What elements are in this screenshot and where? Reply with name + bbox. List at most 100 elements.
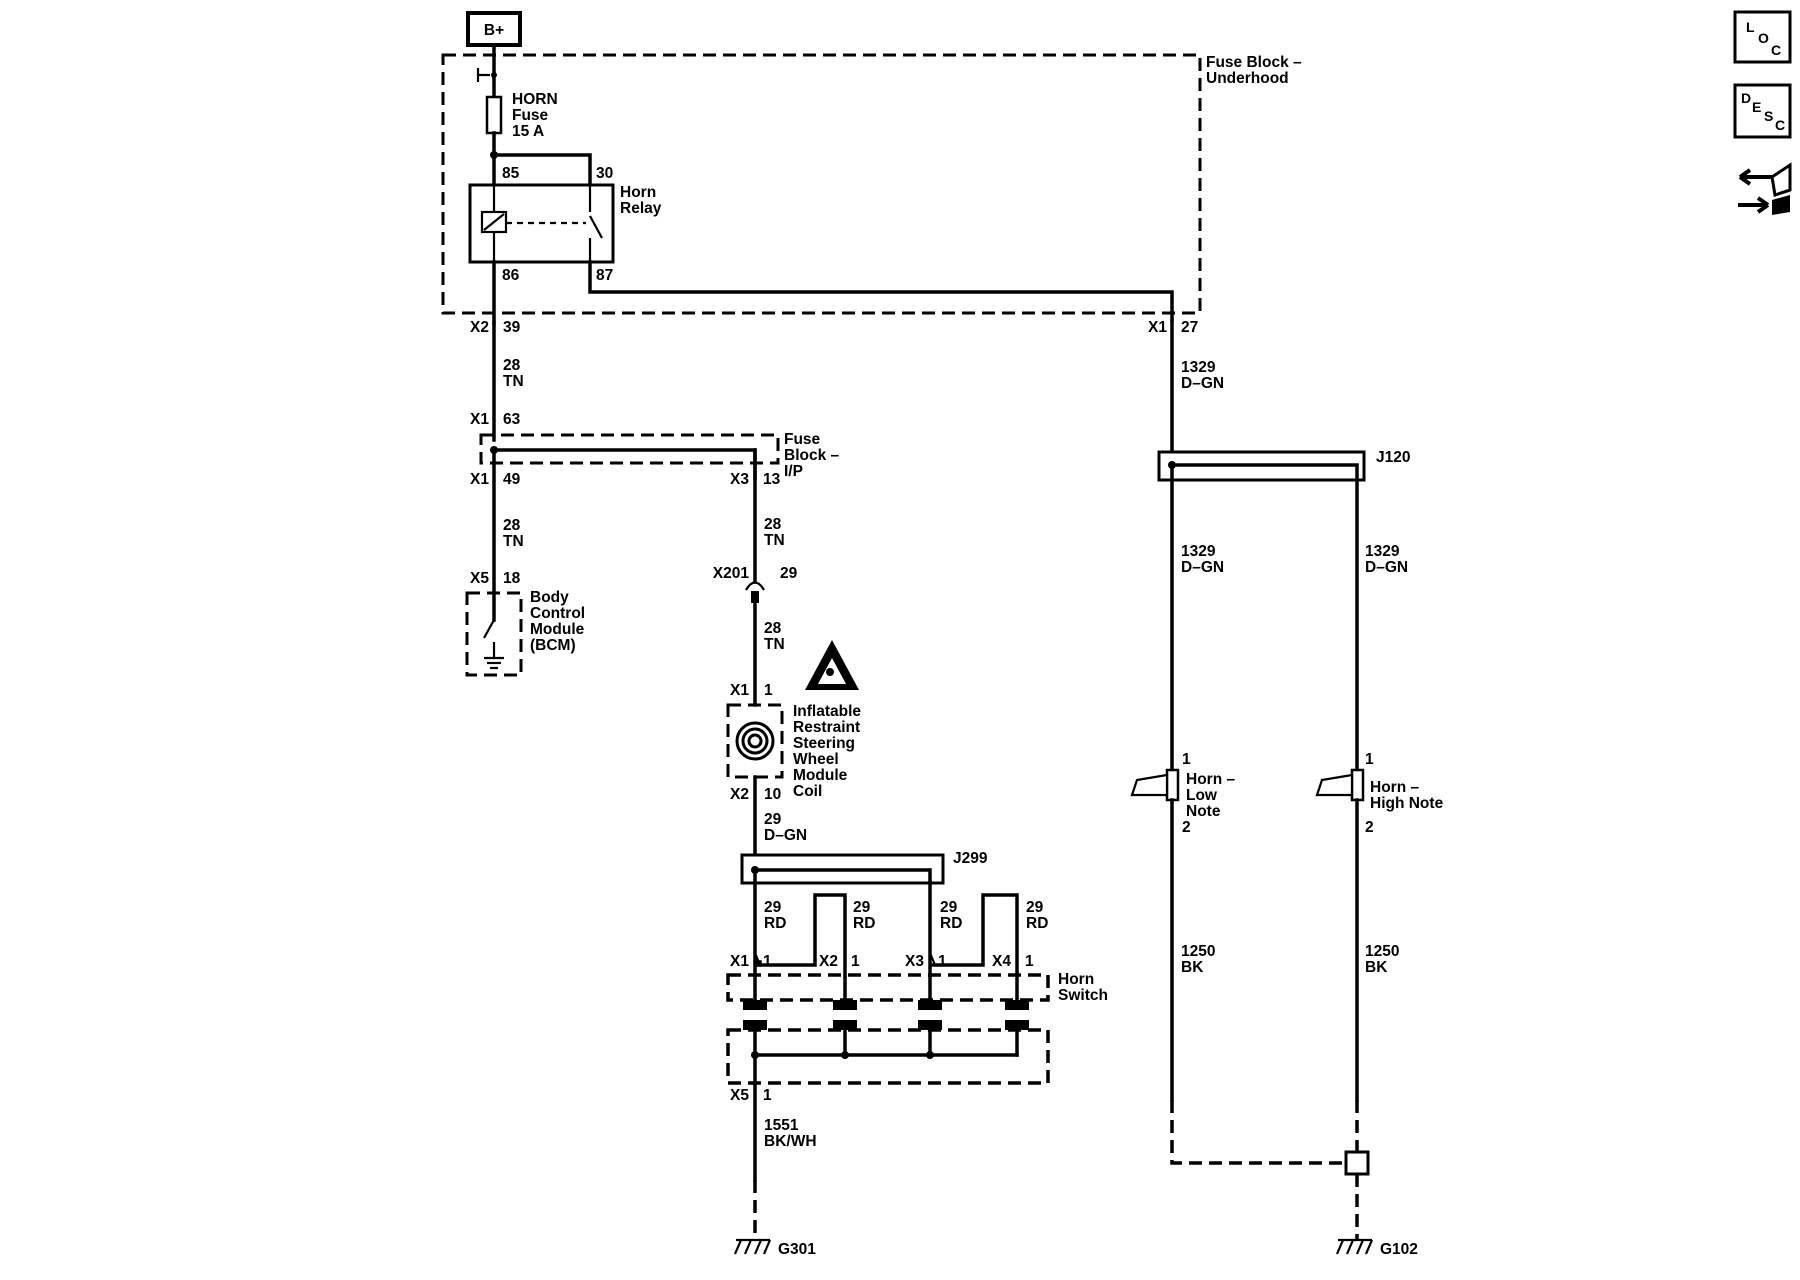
svg-text:1: 1 [851, 953, 860, 970]
x201-connector-symbol [745, 581, 765, 591]
battery-supply-label: B+ [466, 11, 522, 47]
svg-text:X1: X1 [730, 682, 749, 699]
svg-text:Low: Low [1186, 787, 1218, 804]
fuse-block-underhood-outline [441, 53, 1202, 315]
svg-text:29: 29 [940, 899, 958, 916]
svg-text:Coil: Coil [793, 783, 822, 800]
svg-text:TN: TN [503, 533, 524, 550]
svg-text:18: 18 [503, 570, 521, 587]
svg-text:D: D [1741, 90, 1751, 106]
svg-text:28: 28 [503, 357, 521, 374]
clockspring-coil-symbol [735, 721, 775, 761]
svg-text:13: 13 [763, 471, 781, 488]
svg-text:L: L [1746, 19, 1755, 35]
svg-text:87: 87 [596, 267, 613, 284]
svg-text:Fuse: Fuse [512, 107, 549, 124]
svg-text:2: 2 [1182, 819, 1191, 836]
svg-text:D–GN: D–GN [1181, 375, 1224, 392]
svg-text:X3: X3 [905, 953, 924, 970]
svg-text:29: 29 [1026, 899, 1044, 916]
svg-text:39: 39 [503, 319, 521, 336]
ground-g301-label: G301 [778, 1241, 816, 1258]
svg-text:Module: Module [530, 621, 585, 638]
svg-text:1: 1 [764, 682, 773, 699]
svg-text:Relay: Relay [620, 200, 662, 217]
svg-text:TN: TN [503, 373, 524, 390]
svg-text:J120: J120 [1376, 449, 1410, 466]
fuse-block-ip-label: Fuse [784, 431, 821, 448]
svg-text:Block –: Block – [784, 447, 840, 464]
svg-text:X2: X2 [819, 953, 838, 970]
horn-fuse-symbol [485, 95, 503, 135]
svg-text:1: 1 [763, 953, 772, 970]
svg-text:BK: BK [1181, 959, 1204, 976]
airbag-warning-icon [805, 640, 859, 690]
svg-text:29: 29 [764, 899, 782, 916]
svg-text:28: 28 [764, 620, 782, 637]
svg-text:27: 27 [1181, 319, 1198, 336]
horn-relay-label: Horn [620, 184, 656, 201]
svg-text:29: 29 [780, 565, 798, 582]
svg-text:BK/WH: BK/WH [764, 1133, 817, 1150]
svg-text:X1: X1 [1148, 319, 1167, 336]
svg-text:X1: X1 [470, 411, 489, 428]
svg-text:1329: 1329 [1365, 543, 1400, 560]
svg-text:2: 2 [1365, 819, 1374, 836]
svg-text:D–GN: D–GN [764, 827, 807, 844]
svg-text:(BCM): (BCM) [530, 637, 576, 654]
fuse-block-underhood-label: Fuse Block – [1206, 54, 1302, 71]
svg-text:X5: X5 [730, 1087, 749, 1104]
svg-text:Restraint: Restraint [793, 719, 860, 736]
ground-splice-connector [1344, 1150, 1370, 1176]
svg-text:85: 85 [502, 165, 520, 182]
svg-text:X1: X1 [470, 471, 489, 488]
svg-text:49: 49 [503, 471, 521, 488]
svg-text:X1: X1 [730, 953, 749, 970]
horn-low-note-symbol [1130, 768, 1180, 802]
svg-text:C: C [1771, 42, 1781, 58]
svg-text:E: E [1752, 99, 1761, 115]
svg-text:RD: RD [940, 915, 962, 932]
svg-text:1250: 1250 [1181, 943, 1215, 960]
svg-text:I/P: I/P [784, 463, 803, 480]
horn-low-note-label: Horn – [1186, 771, 1235, 788]
airbag-coil-label: Inflatable [793, 703, 861, 720]
svg-text:X4: X4 [992, 953, 1011, 970]
description-view-icon[interactable]: D E S C [1733, 83, 1792, 139]
svg-text:1: 1 [1025, 953, 1034, 970]
svg-text:X201: X201 [713, 565, 750, 582]
svg-text:Control: Control [530, 605, 585, 622]
svg-text:1551: 1551 [764, 1117, 799, 1134]
fuse-block-ip-outline [479, 433, 780, 465]
svg-text:D–GN: D–GN [1181, 559, 1224, 576]
ground-g102-label: G102 [1380, 1241, 1418, 1258]
svg-text:X2: X2 [730, 786, 749, 803]
svg-text:29: 29 [853, 899, 871, 916]
horn-switch-contacts [743, 1000, 1029, 1030]
svg-text:28: 28 [764, 516, 782, 533]
svg-text:30: 30 [596, 165, 613, 182]
svg-text:1250: 1250 [1365, 943, 1399, 960]
svg-text:RD: RD [853, 915, 875, 932]
horn-high-note-symbol [1315, 768, 1365, 802]
svg-text:B+: B+ [484, 22, 504, 39]
supply-connector-symbol [476, 68, 490, 82]
svg-text:10: 10 [764, 786, 781, 803]
location-view-icon[interactable]: L O C [1733, 10, 1792, 64]
svg-text:1: 1 [938, 953, 947, 970]
svg-text:BK: BK [1365, 959, 1388, 976]
connector-end-view-icon[interactable] [1738, 162, 1792, 215]
svg-text:J299: J299 [953, 850, 988, 867]
svg-text:1329: 1329 [1181, 543, 1216, 560]
svg-text:86: 86 [502, 267, 520, 284]
svg-text:S: S [1764, 108, 1773, 124]
svg-text:O: O [1758, 30, 1769, 46]
svg-text:High Note: High Note [1370, 795, 1444, 812]
svg-text:C: C [1775, 117, 1785, 133]
svg-text:Steering: Steering [793, 735, 855, 752]
svg-text:Note: Note [1186, 803, 1221, 820]
svg-text:1: 1 [1365, 751, 1374, 768]
svg-text:Underhood: Underhood [1206, 70, 1289, 87]
bcm-label: Body [530, 589, 569, 606]
